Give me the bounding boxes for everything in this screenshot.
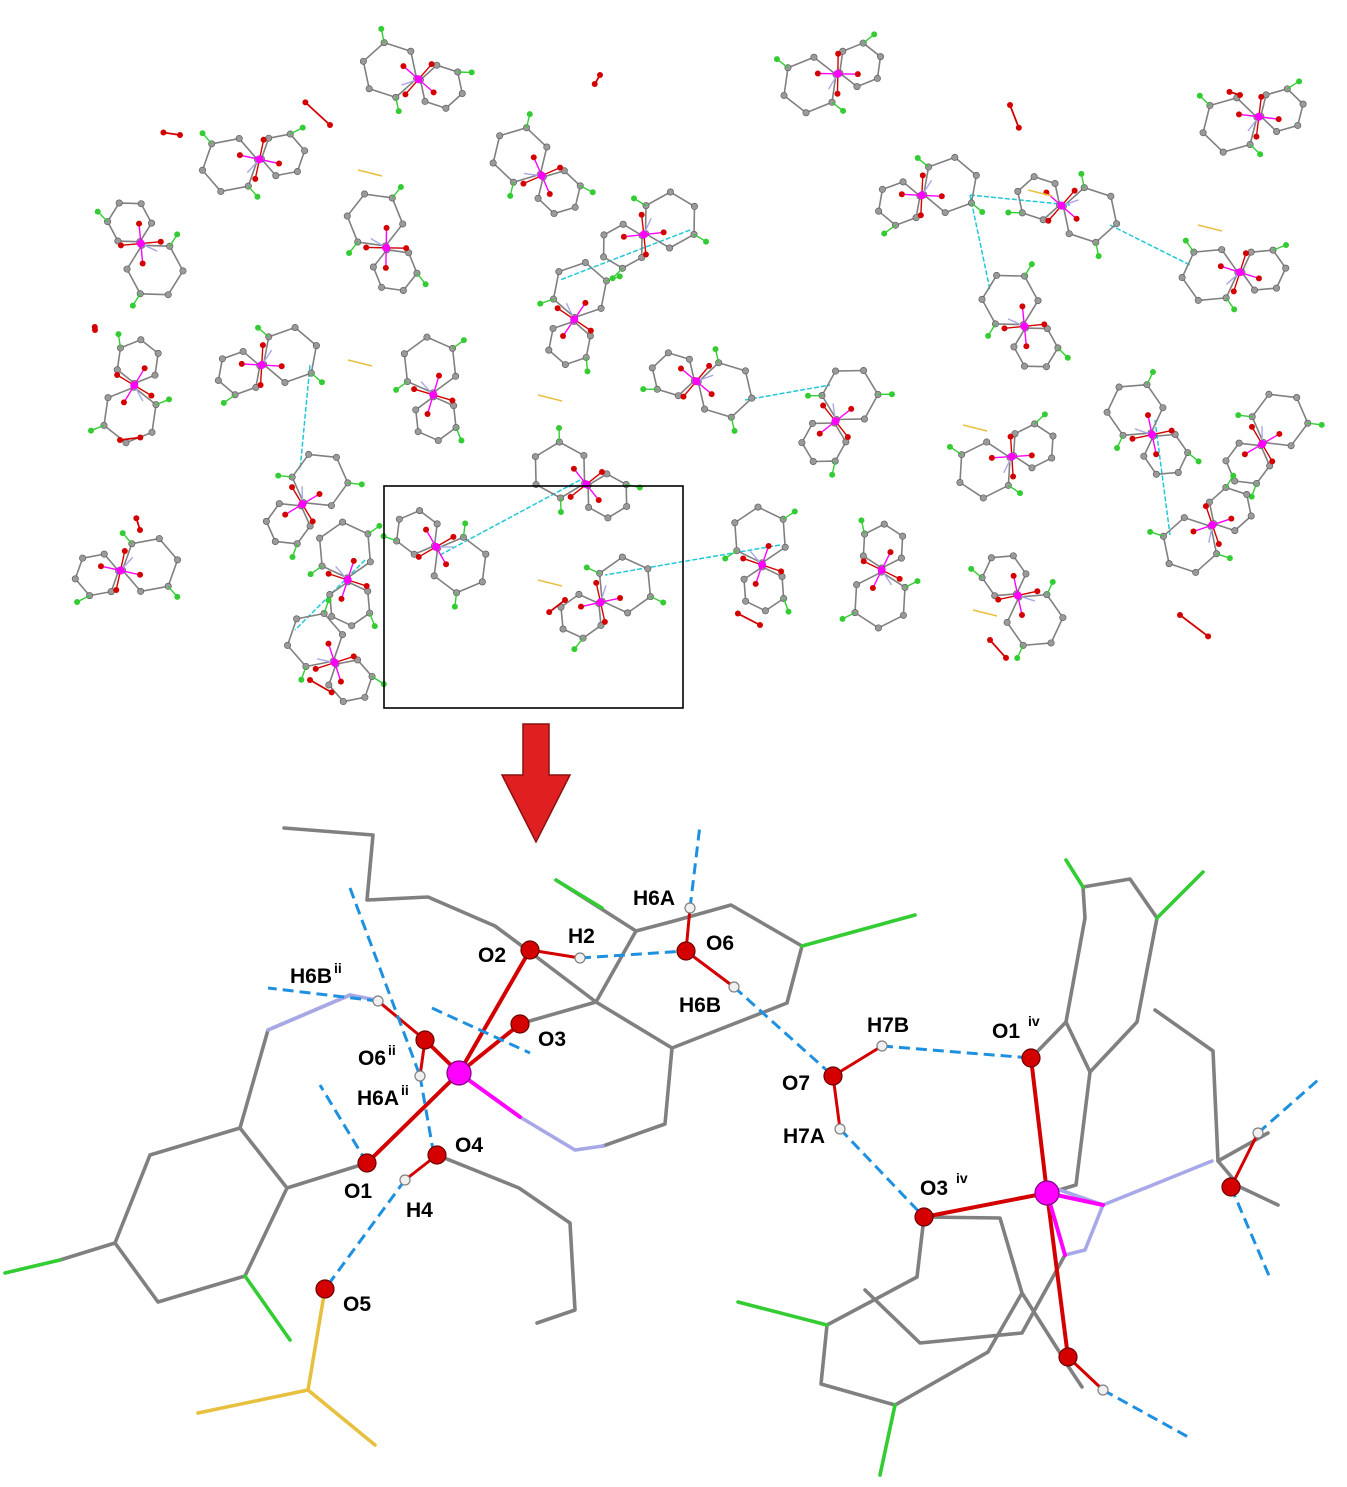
label-H7B: H7B [867,1014,909,1037]
label-O2: O2 [478,944,506,967]
hydrogen-bonds [267,824,1319,1440]
label-H7A: H7A [783,1125,825,1148]
label-O6: O6 [706,932,734,955]
label-O1: O1 [344,1180,372,1203]
oh-bonds [376,906,1260,1392]
down-arrow-icon [500,723,572,844]
chlorine-bonds [3,858,1205,1477]
selection-frame [383,485,684,709]
label-O3: O3 [538,1028,566,1051]
crystal-packing-diagram [71,25,1325,706]
label-H6B: H6B [679,994,721,1017]
label-O5: O5 [343,1293,371,1316]
carbon-bonds [58,826,1280,1447]
label-H6A: H6A [633,887,675,910]
label-O4: O4 [455,1134,483,1157]
label-H4: H4 [406,1199,433,1222]
oxygen-atoms [315,940,1241,1367]
hydrogen-atoms [372,902,1264,1396]
atoms [315,902,1264,1396]
label-H2: H2 [568,925,595,948]
label-O7: O7 [782,1072,810,1095]
metal-atoms [446,1060,1060,1206]
